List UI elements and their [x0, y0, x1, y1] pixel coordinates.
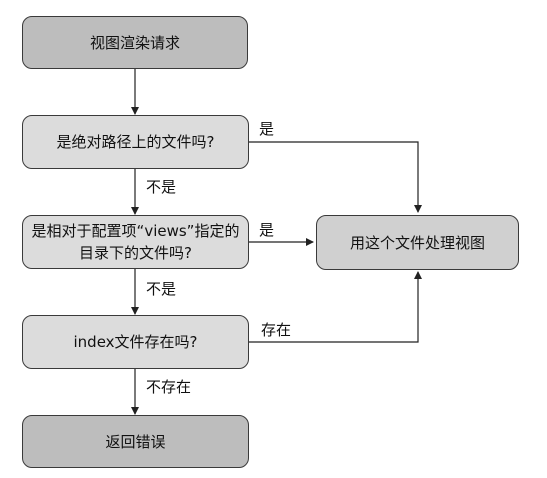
node-start: 视图渲染请求	[22, 16, 248, 69]
node-q2-label: 是相对于配置项“views”指定的目录下的文件吗?	[31, 222, 240, 262]
node-error-label: 返回错误	[105, 432, 166, 451]
edge-label-q3-no: 不存在	[146, 378, 192, 396]
node-q2: 是相对于配置项“views”指定的目录下的文件吗?	[22, 215, 249, 269]
node-error: 返回错误	[22, 415, 249, 468]
node-q1-label: 是绝对路径上的文件吗?	[56, 133, 215, 151]
node-q1: 是绝对路径上的文件吗?	[22, 115, 249, 169]
edge-label-q3-yes: 存在	[261, 321, 292, 339]
node-use-file-label: 用这个文件处理视图	[349, 233, 485, 252]
edge-label-q1-yes: 是	[259, 120, 275, 138]
node-use-file: 用这个文件处理视图	[316, 215, 519, 270]
node-q3: index文件存在吗?	[22, 315, 249, 369]
node-q3-label: index文件存在吗?	[73, 333, 198, 351]
edge-label-q2-no: 不是	[146, 280, 177, 298]
node-start-label: 视图渲染请求	[89, 33, 180, 52]
edge-q1-yes	[249, 141, 422, 213]
edge-label-q2-yes: 是	[259, 221, 275, 239]
edge-q3-yes	[249, 271, 422, 343]
edge-label-q1-no: 不是	[146, 178, 177, 196]
